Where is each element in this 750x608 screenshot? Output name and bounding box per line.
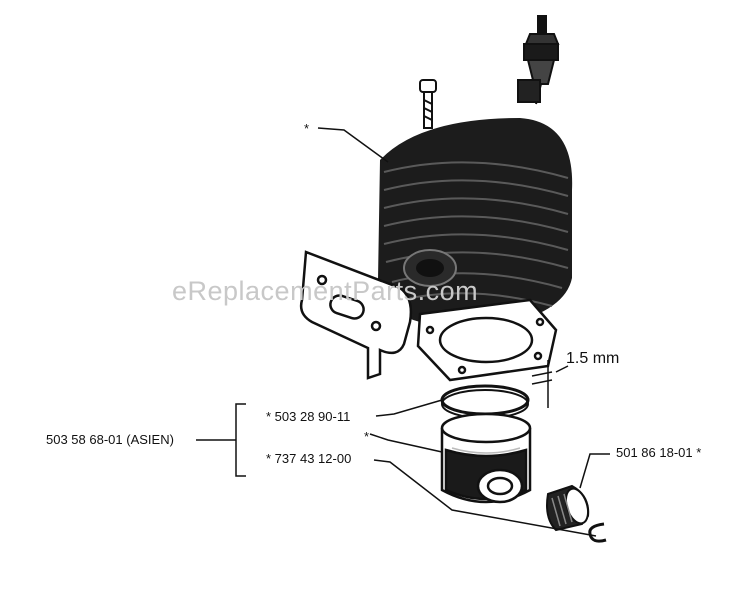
base-gasket [416,298,558,382]
bearing-part-number: 501 86 18-01 * [616,445,702,460]
circlip [588,522,607,543]
ring-gap-label: 1.5 mm [566,350,620,367]
leader-lines [196,127,610,537]
group-part-number: 503 58 68-01 (ASIEN) [46,432,174,447]
needle-bearing [546,484,590,532]
watermark: eReplacementParts.com [172,276,479,306]
cylinder-marker: * [304,121,310,136]
piston-part-number: * 737 43 12-00 [266,451,352,466]
ring-gap-dimension [531,360,569,408]
ring-part-number: * 503 28 90-11 [266,409,351,424]
piston-marker: * [364,429,370,444]
spark-plug [517,15,560,105]
cylinder-bolt [419,79,437,129]
intake-flange [299,250,413,380]
cylinder [378,118,573,326]
piston [440,412,532,504]
